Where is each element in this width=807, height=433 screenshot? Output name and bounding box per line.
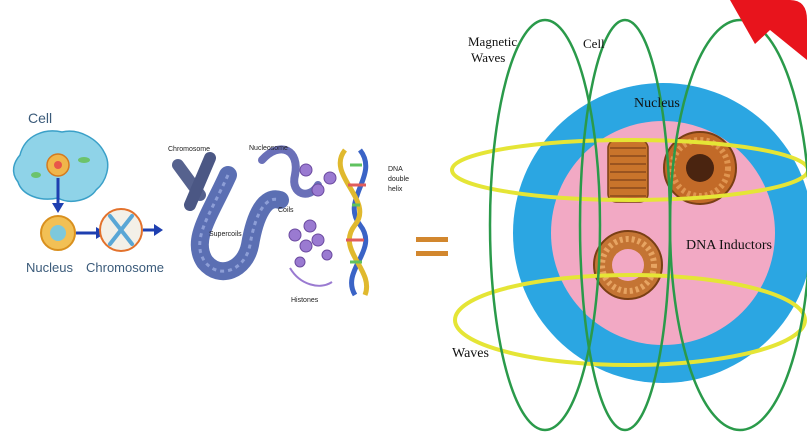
supercoils-label: Supercoils <box>209 231 242 238</box>
inductor-coil-1 <box>608 140 648 202</box>
dna-label-line-2: double <box>388 176 409 183</box>
cell-field-model <box>452 20 807 430</box>
cell-field-label: Cell <box>583 36 605 52</box>
coils-label: Coils <box>278 207 294 214</box>
corner-mark <box>730 0 807 60</box>
magnetic-label-line-2: Waves <box>471 50 505 66</box>
waves-label: Waves <box>452 346 489 362</box>
equals-sign <box>416 237 448 256</box>
dna-inductors-label: DNA Inductors <box>686 238 772 254</box>
nucleosome-label: Nucleosome <box>249 145 288 152</box>
cell-label: Cell <box>28 110 52 126</box>
field-nucleus-label: Nucleus <box>634 96 680 112</box>
inductor-toroid-3 <box>594 231 662 299</box>
left-cell-panel <box>14 131 163 251</box>
supercoil-illustration <box>200 175 280 271</box>
nucleus-label: Nucleus <box>26 260 73 275</box>
chromatin-chromosome-label: Chromosome <box>168 146 210 153</box>
chromosome-label: Chromosome <box>86 260 164 275</box>
dna-label-line-3: helix <box>388 186 402 193</box>
chromatin-panel <box>178 149 367 295</box>
magnetic-label-line-1: Magnetic <box>468 34 517 50</box>
dna-helix <box>340 150 366 295</box>
histones-label: Histones <box>291 297 318 304</box>
dna-label-line-1: DNA <box>388 166 403 173</box>
